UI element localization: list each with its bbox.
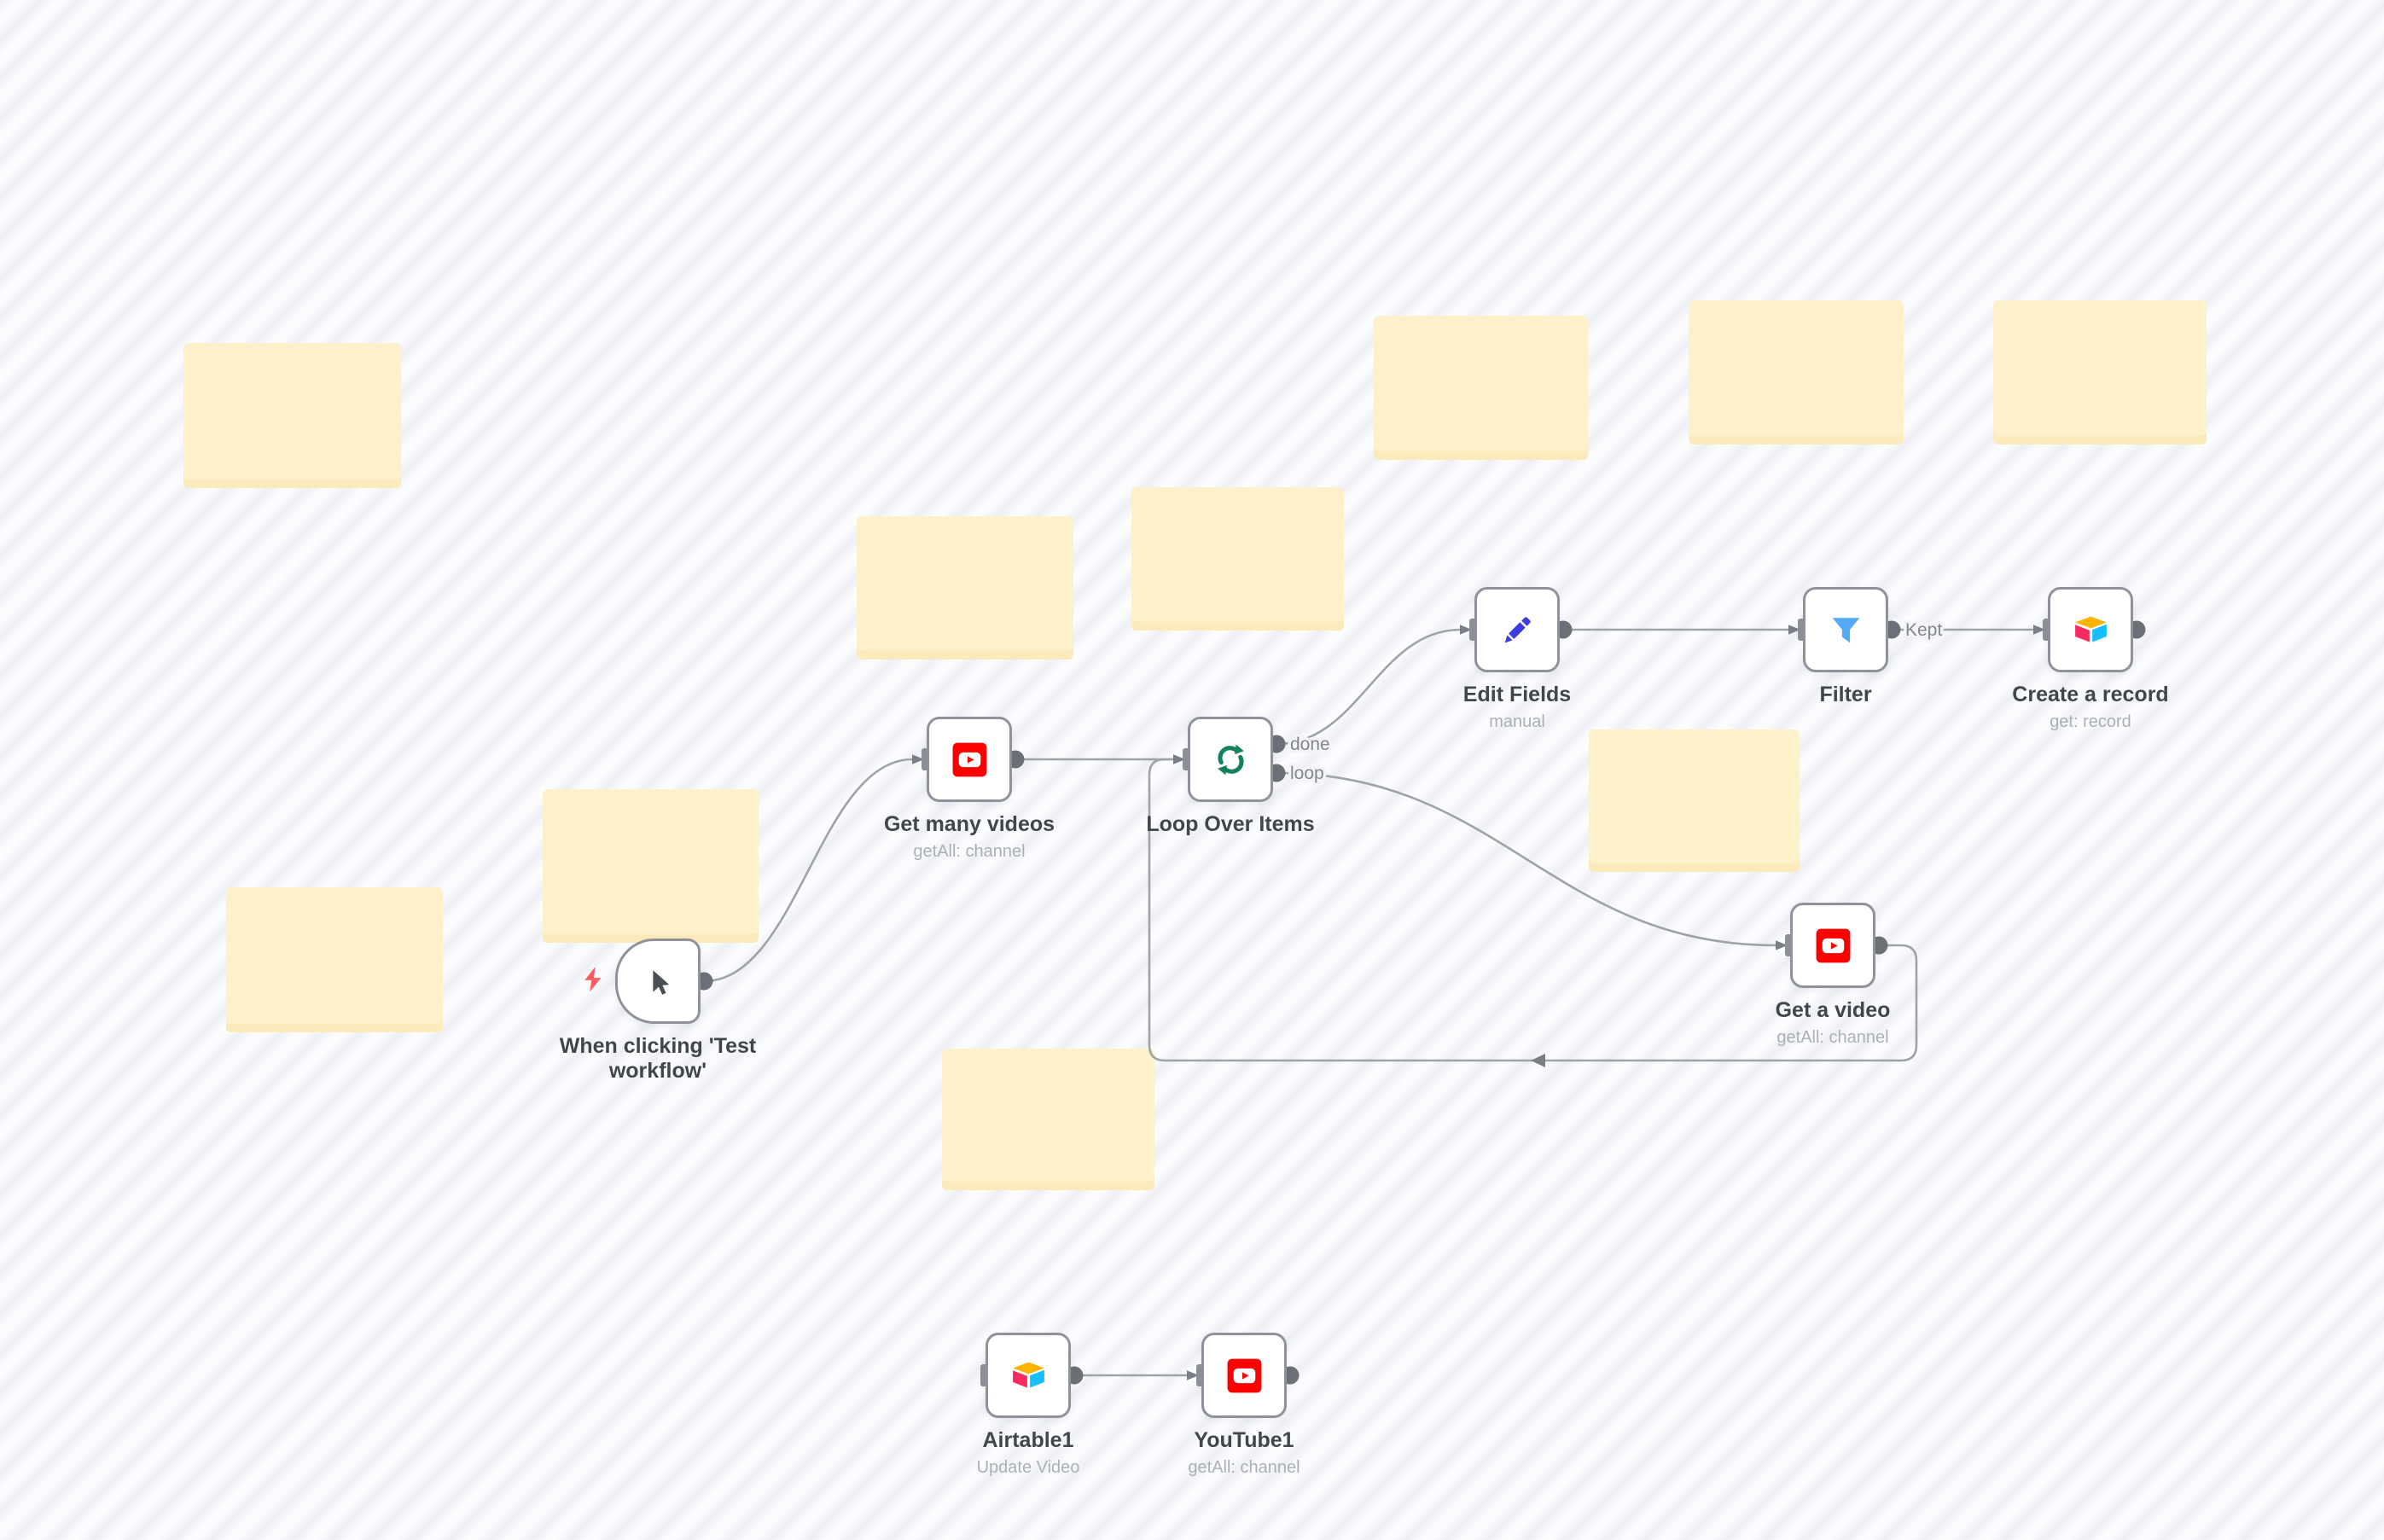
node-edit-fields[interactable] bbox=[1474, 587, 1560, 672]
sticky-note[interactable] bbox=[543, 789, 759, 943]
node-caption: Filter bbox=[1718, 683, 1974, 707]
output-port-label: Kept bbox=[1905, 620, 1942, 640]
node-label: Get many videos bbox=[883, 812, 1055, 836]
node-manual-trigger[interactable] bbox=[615, 939, 701, 1024]
sticky-note[interactable] bbox=[183, 343, 401, 488]
node-caption: Get many videos getAll: channel bbox=[841, 812, 1097, 862]
lightning-bolt-icon bbox=[584, 967, 602, 992]
youtube-icon bbox=[1816, 928, 1850, 962]
node-label: Airtable1 bbox=[982, 1428, 1074, 1452]
connection-manual-trigger-to-get-many-videos[interactable] bbox=[703, 754, 924, 983]
node-caption: Get a video getAll: channel bbox=[1705, 998, 1961, 1048]
node-filter[interactable] bbox=[1803, 587, 1888, 672]
node-caption: Create a record get: record bbox=[1962, 683, 2218, 732]
sticky-note[interactable] bbox=[226, 887, 443, 1032]
youtube-icon bbox=[952, 742, 986, 776]
node-label: YouTube1 bbox=[1194, 1428, 1294, 1452]
node-label: Create a record bbox=[2012, 683, 2169, 706]
sticky-note[interactable] bbox=[1131, 487, 1344, 631]
sticky-note[interactable] bbox=[1689, 300, 1904, 445]
node-sublabel: get: record bbox=[2050, 712, 2131, 731]
node-sublabel: manual bbox=[1489, 712, 1545, 731]
node-get-a-video[interactable] bbox=[1790, 903, 1875, 988]
node-label: Edit Fields bbox=[1462, 683, 1572, 706]
youtube-icon bbox=[1227, 1358, 1261, 1392]
airtable-icon bbox=[1012, 1362, 1044, 1387]
sticky-note[interactable] bbox=[942, 1049, 1154, 1190]
node-get-many-videos[interactable] bbox=[927, 717, 1012, 802]
node-sublabel: getAll: channel bbox=[1188, 1458, 1300, 1477]
trigger-bolt-badge bbox=[583, 966, 606, 992]
node-label: Get a video bbox=[1775, 998, 1891, 1022]
output-port-label: done bbox=[1290, 735, 1330, 754]
node-caption: Edit Fields manual bbox=[1389, 683, 1645, 732]
sticky-note[interactable] bbox=[1374, 316, 1588, 460]
node-label: Loop Over Items bbox=[1146, 812, 1315, 836]
node-caption: Loop Over Items bbox=[1102, 812, 1358, 837]
node-create-record[interactable] bbox=[2048, 587, 2133, 672]
node-label: Filter bbox=[1819, 683, 1872, 706]
loop-icon bbox=[1217, 744, 1244, 775]
connection-loop-over-items-to-edit-fields[interactable] bbox=[1276, 625, 1472, 746]
sticky-note[interactable] bbox=[857, 516, 1073, 660]
airtable-icon bbox=[2074, 616, 2107, 642]
node-caption: YouTube1 getAll: channel bbox=[1116, 1428, 1372, 1478]
node-sublabel: getAll: channel bbox=[1776, 1028, 1889, 1047]
node-sublabel: Update Video bbox=[976, 1458, 1080, 1477]
filter-icon bbox=[1832, 617, 1859, 642]
connection-loop-over-items-to-get-a-video[interactable] bbox=[1276, 771, 1788, 950]
node-loop-over-items[interactable] bbox=[1188, 717, 1273, 802]
node-sublabel: getAll: channel bbox=[913, 842, 1026, 861]
loopback-mid-arrow bbox=[1531, 1054, 1545, 1067]
node-airtable1[interactable] bbox=[986, 1333, 1071, 1418]
node-label: When clicking 'Test workflow' bbox=[559, 1034, 757, 1083]
node-caption: When clicking 'Test workflow' bbox=[551, 1034, 765, 1084]
node-youtube1[interactable] bbox=[1201, 1333, 1287, 1418]
sticky-note[interactable] bbox=[1589, 729, 1800, 872]
pencil-icon bbox=[1504, 616, 1531, 642]
cursor-icon bbox=[652, 969, 669, 995]
sticky-note[interactable] bbox=[1993, 300, 2207, 445]
output-port-label: loop bbox=[1290, 764, 1324, 783]
